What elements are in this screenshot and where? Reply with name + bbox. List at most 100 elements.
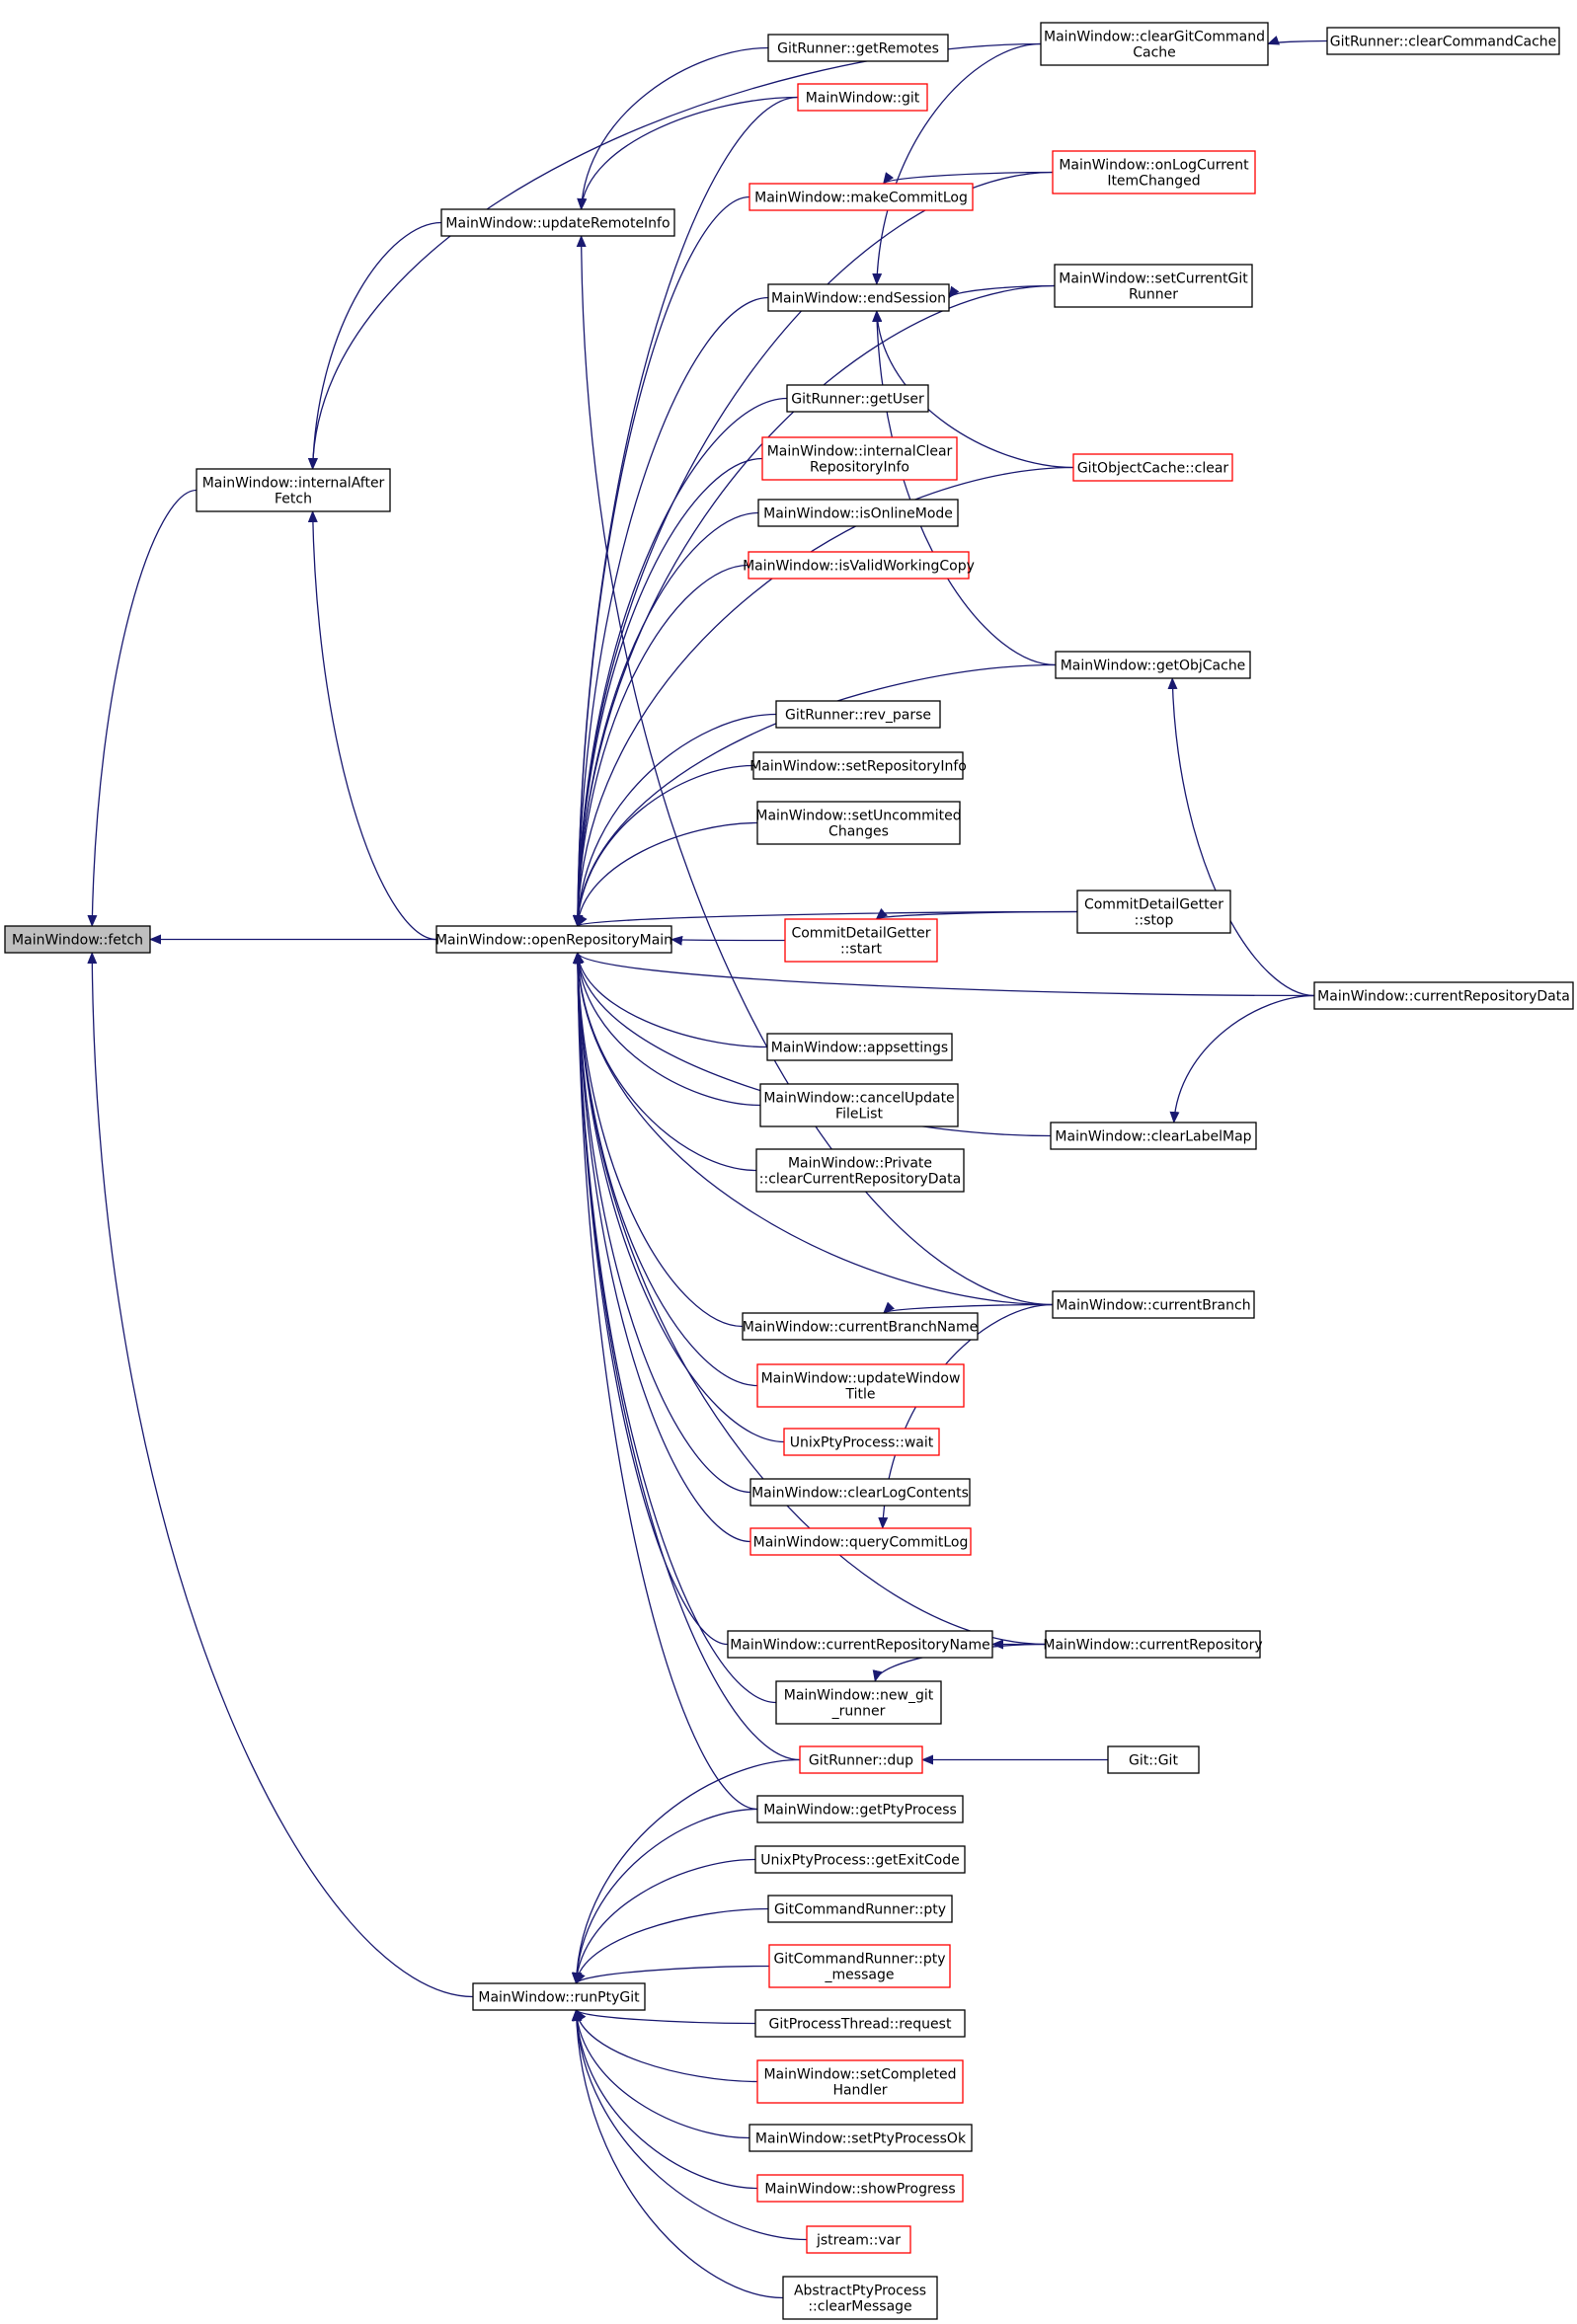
node-upWait[interactable]: UnixPtyProcess::wait — [783, 1428, 940, 1456]
edge-getObjCache-to-endSession — [872, 310, 1057, 666]
node-label: MainWindow::updateRemoteInfo — [445, 216, 670, 232]
node-new_git_runner[interactable]: MainWindow::new_git_runner — [775, 1680, 942, 1725]
node-openRepositoryMain[interactable]: MainWindow::openRepositoryMain — [435, 925, 672, 954]
node-box — [1313, 981, 1574, 1010]
node-dup[interactable]: GitRunner::dup — [799, 1745, 923, 1774]
node-box — [1045, 1630, 1261, 1659]
node-currentRepositoryName[interactable]: MainWindow::currentRepositoryName — [727, 1630, 993, 1659]
node-label: MainWindow::fetch — [12, 933, 143, 949]
node-label: GitRunner::getRemotes — [777, 41, 939, 57]
node-showProgress[interactable]: MainWindow::showProgress — [756, 2174, 964, 2203]
node-box — [759, 1083, 959, 1127]
node-label: MainWindow::appsettings — [771, 1041, 948, 1056]
edge-onLogCurrentItemChanged-to-makeCommitLog — [883, 171, 1054, 185]
node-box — [766, 1033, 953, 1061]
node-git[interactable]: MainWindow::git — [797, 83, 928, 112]
node-jsVar[interactable]: jstream::var — [806, 2225, 911, 2254]
node-label: Changes — [828, 824, 889, 840]
edge-upWait-to-openRepositoryMain — [572, 952, 785, 1443]
node-gcrPty[interactable]: GitCommandRunner::pty — [767, 1895, 953, 1923]
node-getObjCache[interactable]: MainWindow::getObjCache — [1055, 651, 1251, 679]
node-box — [748, 551, 970, 580]
node-label: Fetch — [275, 492, 312, 507]
node-label: Cache — [1133, 45, 1176, 61]
node-rev_parse[interactable]: GitRunner::rev_parse — [775, 700, 941, 729]
node-box — [742, 1312, 979, 1341]
node-clearCommandCache[interactable]: GitRunner::clearCommandCache — [1326, 27, 1560, 55]
node-cdgStop[interactable]: CommitDetailGetter::stop — [1076, 890, 1231, 934]
node-label: MainWindow::currentRepositoryData — [1317, 989, 1570, 1005]
node-gptRequest[interactable]: GitProcessThread::request — [754, 2009, 966, 2038]
node-currentRepository[interactable]: MainWindow::currentRepository — [1043, 1630, 1263, 1659]
edge-getPtyProcess-to-runPtyGit — [571, 1808, 758, 1984]
node-setRepositoryInfo[interactable]: MainWindow::setRepositoryInfo — [749, 751, 967, 780]
node-clearLogContents[interactable]: MainWindow::clearLogContents — [749, 1478, 971, 1507]
node-isValidWorkingCopy[interactable]: MainWindow::isValidWorkingCopy — [743, 551, 975, 580]
node-label: ::start — [840, 942, 883, 958]
node-box — [1107, 1745, 1200, 1774]
node-label: MainWindow::currentBranchName — [743, 1320, 978, 1336]
edge-rev_parse-to-openRepositoryMain — [573, 713, 777, 927]
edge-currentBranchName-to-openRepositoryMain — [573, 952, 744, 1328]
node-gcrPtyMessage[interactable]: GitCommandRunner::pty_message — [768, 1944, 951, 1988]
node-currentBranchName[interactable]: MainWindow::currentBranchName — [742, 1312, 979, 1341]
node-endSession[interactable]: MainWindow::endSession — [767, 283, 950, 312]
node-getExitCode[interactable]: UnixPtyProcess::getExitCode — [754, 1845, 966, 1874]
node-box — [768, 1944, 951, 1988]
edge-isValidWorkingCopy-to-openRepositoryMain — [573, 564, 749, 927]
node-setPtyProcessOk[interactable]: MainWindow::setPtyProcessOk — [749, 2124, 973, 2152]
node-getRemotes[interactable]: GitRunner::getRemotes — [767, 34, 949, 62]
node-box — [786, 384, 929, 413]
call-edges — [87, 36, 1328, 2299]
node-label: GitCommandRunner::pty — [773, 1952, 945, 1968]
node-clearLabelMap[interactable]: MainWindow::clearLabelMap — [1050, 1122, 1257, 1150]
edge-gocClear-to-openRepositoryMain — [573, 466, 1074, 927]
node-label: Runner — [1129, 287, 1178, 303]
node-getUser[interactable]: GitRunner::getUser — [786, 384, 929, 413]
node-label: Handler — [832, 2083, 887, 2099]
node-cdgStart[interactable]: CommitDetailGetter::start — [784, 918, 938, 963]
node-box — [754, 1845, 966, 1874]
node-runPtyGit[interactable]: MainWindow::runPtyGit — [472, 1982, 646, 2011]
node-queryCommitLog[interactable]: MainWindow::queryCommitLog — [749, 1527, 972, 1556]
node-box — [797, 83, 928, 112]
node-makeCommitLog[interactable]: MainWindow::makeCommitLog — [749, 183, 974, 211]
edge-cdgStop-to-cdgStart — [875, 907, 1078, 920]
call-nodes: MainWindow::fetch MainWindow::internalAft… — [4, 22, 1574, 2320]
edge-setRepositoryInfo-to-openRepositoryMain — [573, 764, 754, 927]
node-gitGit[interactable]: Git::Git — [1107, 1745, 1200, 1774]
edge-currentRepositoryName-to-openRepositoryMain — [572, 952, 729, 1646]
edge-queryCommitLog-to-openRepositoryMain — [572, 952, 751, 1543]
edge-getRemotes-to-updateRemoteInfo — [577, 46, 769, 210]
node-box — [435, 925, 672, 954]
edge-internalClearRepositoryInfo-to-openRepositoryMain — [572, 457, 763, 927]
node-label: GitRunner::dup — [809, 1753, 913, 1769]
node-box — [1055, 651, 1251, 679]
node-label: MainWindow::currentRepositoryName — [730, 1638, 990, 1654]
node-label: UnixPtyProcess::getExitCode — [760, 1853, 959, 1869]
node-currentBranch[interactable]: MainWindow::currentBranch — [1052, 1290, 1255, 1319]
node-label: AbstractPtyProcess — [794, 2284, 926, 2299]
edge-internalAfterFetch-to-fetch — [87, 489, 197, 927]
node-isOnlineMode[interactable]: MainWindow::isOnlineMode — [757, 499, 959, 527]
node-getPtyProcess[interactable]: MainWindow::getPtyProcess — [756, 1795, 964, 1823]
node-box — [1040, 22, 1269, 66]
node-appsettings[interactable]: MainWindow::appsettings — [766, 1033, 953, 1061]
node-updateRemoteInfo[interactable]: MainWindow::updateRemoteInfo — [440, 208, 675, 237]
node-apClearMessage[interactable]: AbstractPtyProcess::clearMessage — [782, 2276, 938, 2320]
node-gocClear[interactable]: GitObjectCache::clear — [1072, 453, 1233, 482]
node-box — [767, 34, 949, 62]
node-currentRepositoryData[interactable]: MainWindow::currentRepositoryData — [1313, 981, 1574, 1010]
node-label: GitProcessThread::request — [769, 2017, 952, 2033]
node-clearCurrentRepositoryData[interactable]: MainWindow::Private::clearCurrentReposit… — [755, 1148, 965, 1193]
node-fetch[interactable]: MainWindow::fetch — [4, 925, 151, 954]
